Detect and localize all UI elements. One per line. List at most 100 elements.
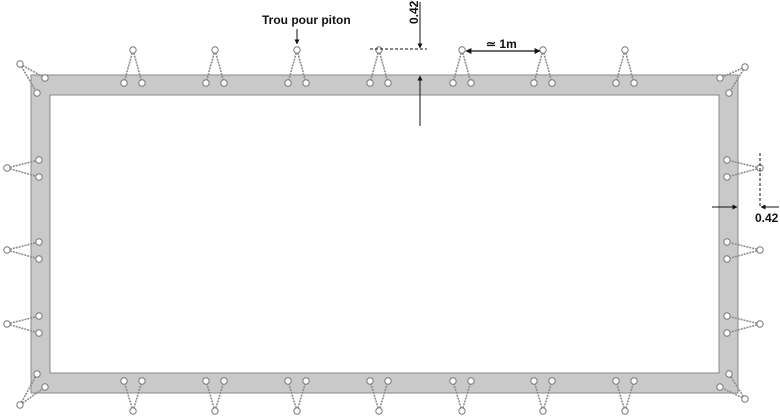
anchor-strap bbox=[6, 249, 40, 260]
eyelet-ring bbox=[33, 370, 41, 378]
eyelet-ring bbox=[384, 79, 392, 87]
anchor-strap bbox=[214, 49, 225, 84]
anchor-ring bbox=[741, 395, 749, 403]
anchor-strap bbox=[19, 386, 46, 406]
anchor-strap bbox=[369, 49, 380, 84]
anchor-strap bbox=[123, 380, 134, 412]
eyelet-ring bbox=[716, 383, 724, 391]
anchor-ring bbox=[129, 407, 137, 415]
anchor-ring bbox=[211, 407, 219, 415]
eyelet-ring bbox=[723, 156, 731, 164]
eyelet-ring bbox=[723, 238, 731, 246]
eyelet-ring bbox=[723, 173, 731, 181]
anchor-strap bbox=[19, 63, 38, 94]
eyelet-ring bbox=[725, 370, 733, 378]
eyelet-ring bbox=[530, 377, 538, 385]
anchor-ring bbox=[16, 401, 24, 409]
anchor-strap bbox=[615, 380, 626, 412]
anchor-strap bbox=[461, 380, 472, 412]
anchor-strap bbox=[378, 49, 389, 84]
anchor-ring bbox=[756, 320, 764, 328]
anchor-ring bbox=[539, 46, 547, 54]
anchor-ring bbox=[293, 407, 301, 415]
eyelet-ring bbox=[202, 377, 210, 385]
anchor-strap bbox=[726, 315, 761, 325]
eyelet-ring bbox=[449, 79, 457, 87]
eyelet-ring bbox=[467, 377, 475, 385]
cover-frame bbox=[30, 74, 739, 394]
eyelet-ring bbox=[120, 79, 128, 87]
anchor-ring bbox=[375, 407, 383, 415]
anchor-strap bbox=[726, 241, 761, 251]
anchor-ring bbox=[3, 320, 11, 328]
anchor-ring bbox=[293, 46, 301, 54]
eyelet-ring bbox=[366, 79, 374, 87]
anchor-strap bbox=[296, 49, 307, 84]
eyelet-ring bbox=[723, 329, 731, 337]
anchor-ring bbox=[16, 60, 24, 68]
eyelet-ring bbox=[384, 377, 392, 385]
anchor-strap bbox=[615, 49, 626, 84]
anchor-ring bbox=[621, 407, 629, 415]
anchor-ring bbox=[539, 407, 547, 415]
spacing-label: ≃ 1m bbox=[486, 37, 517, 51]
eyelet-ring bbox=[548, 377, 556, 385]
anchor-strap bbox=[726, 159, 761, 169]
anchor-ring bbox=[211, 46, 219, 54]
eyelet-ring bbox=[302, 377, 310, 385]
anchor-strap bbox=[542, 380, 553, 412]
anchor-strap bbox=[287, 49, 298, 84]
eyelet-ring bbox=[723, 312, 731, 320]
anchor-strap bbox=[378, 380, 389, 412]
eyelet-ring bbox=[41, 383, 49, 391]
eyelet-ring bbox=[467, 79, 475, 87]
anchor-strap bbox=[132, 380, 143, 412]
anchor-strap bbox=[205, 49, 216, 84]
anchor-strap bbox=[533, 380, 544, 412]
eyelet-ring bbox=[220, 377, 228, 385]
anchor-strap bbox=[19, 63, 46, 79]
anchor-strap bbox=[6, 323, 40, 334]
anchor-ring bbox=[458, 46, 466, 54]
anchor-ring bbox=[3, 246, 11, 254]
eyelet-ring bbox=[449, 377, 457, 385]
side-offset-label: 0.42 bbox=[755, 211, 779, 225]
eyelet-ring bbox=[630, 79, 638, 87]
anchor-strap bbox=[542, 49, 553, 84]
anchor-strap bbox=[728, 66, 746, 94]
eyelet-ring bbox=[725, 89, 733, 97]
eyelet-ring bbox=[35, 312, 43, 320]
anchor-strap bbox=[296, 380, 307, 412]
eyelet-ring bbox=[366, 377, 374, 385]
eyelet-ring bbox=[630, 377, 638, 385]
anchor-strap bbox=[6, 167, 40, 178]
eyelet-ring bbox=[33, 89, 41, 97]
anchor-ring bbox=[621, 46, 629, 54]
eyelet-ring bbox=[35, 156, 43, 164]
eyelet-ring bbox=[120, 377, 128, 385]
anchor-strap bbox=[624, 380, 635, 412]
eyelet-ring bbox=[41, 74, 49, 82]
anchor-strap bbox=[214, 380, 225, 412]
anchor-strap bbox=[726, 249, 761, 260]
anchor-strap bbox=[624, 49, 635, 84]
anchor-strap bbox=[719, 386, 746, 400]
eyelet-ring bbox=[35, 255, 43, 263]
anchor-strap bbox=[123, 49, 134, 84]
eyelet-ring bbox=[220, 79, 228, 87]
eyelet-ring bbox=[612, 377, 620, 385]
eyelet-ring bbox=[548, 79, 556, 87]
anchor-strap bbox=[6, 159, 40, 169]
anchor-ring bbox=[458, 407, 466, 415]
top-offset-label: 0.42 bbox=[407, 0, 421, 24]
anchor-strap bbox=[369, 380, 380, 412]
eyelet-ring bbox=[35, 238, 43, 246]
eyelet-ring bbox=[138, 79, 146, 87]
anchor-strap bbox=[719, 66, 746, 79]
eyelet-ring bbox=[530, 79, 538, 87]
anchor-strap bbox=[6, 241, 40, 251]
anchor-group bbox=[3, 46, 764, 415]
anchor-strap bbox=[726, 167, 761, 178]
anchor-strap bbox=[132, 49, 143, 84]
